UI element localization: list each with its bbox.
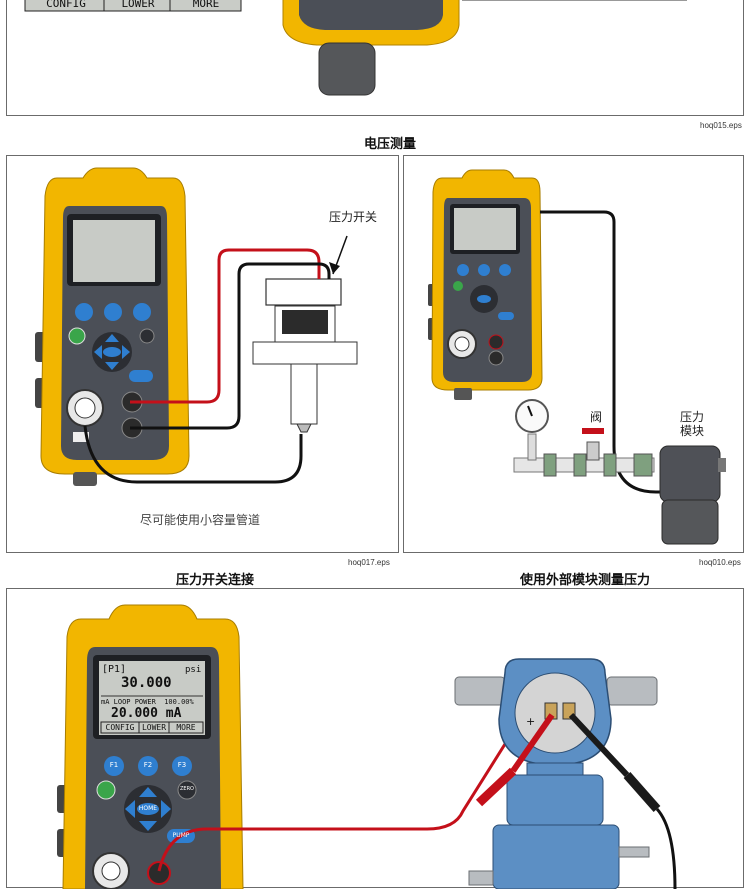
top-softkey-lower: LOWER xyxy=(121,0,155,10)
home-label: HOME xyxy=(138,805,158,812)
lcd-display xyxy=(99,661,205,735)
right-key xyxy=(161,800,171,818)
f3-label: F3 xyxy=(177,761,187,769)
softkey-more[interactable]: MORE xyxy=(176,723,196,732)
module-label-line1: 压力 xyxy=(680,410,705,424)
terminal-plus: + xyxy=(526,715,536,728)
external-module-diagram xyxy=(428,169,726,545)
loop-power-diagram xyxy=(57,604,677,889)
f2-label: F2 xyxy=(143,761,153,769)
lcd-mode-line: mA LOOP POWER 100.00% xyxy=(101,698,194,706)
caption-external-module: 使用外部模块测量压力 xyxy=(519,573,650,588)
f3-key[interactable] xyxy=(172,756,192,776)
home-key xyxy=(103,347,121,357)
up-key xyxy=(139,787,157,797)
lcd-secondary-value: 20.000 mA xyxy=(111,706,182,721)
caption-voltage: 电压测量 xyxy=(363,137,416,152)
eps-ref-right: hoq010.eps xyxy=(699,558,741,567)
home-key[interactable] xyxy=(137,803,159,815)
f1-key[interactable] xyxy=(104,756,124,776)
power-key xyxy=(68,327,86,345)
softkey-config[interactable]: CONFIG xyxy=(105,723,135,732)
eps-ref-left: hoq017.eps xyxy=(348,558,390,567)
panel-voltage-measurement: CONFIG LOWER MORE xyxy=(6,0,744,116)
power-key[interactable] xyxy=(96,780,116,800)
pump-label: PUMP xyxy=(172,832,190,839)
top-softkey-more: MORE xyxy=(192,0,220,10)
lcd-primary-value: 30.000 xyxy=(121,675,172,691)
zero-key[interactable] xyxy=(177,780,197,800)
tubing-note: 尽可能使用小容量管道 xyxy=(140,513,261,527)
softkey-lower[interactable]: LOWER xyxy=(141,723,167,732)
left-key xyxy=(125,800,135,818)
f2-key[interactable] xyxy=(138,756,158,776)
f1-key xyxy=(75,303,93,321)
lcd-unit: psi xyxy=(185,665,202,675)
calibrator-bottom-illustration xyxy=(24,0,687,96)
pressure-switch-label: 压力开关 xyxy=(329,210,378,224)
caption-pressure-switch: 压力开关连接 xyxy=(175,573,254,588)
f2-key xyxy=(104,303,122,321)
f3-key xyxy=(133,303,151,321)
down-key xyxy=(139,821,157,831)
panel-mA-loop: [P1] psi 30.000 mA LOOP POWER 100.00% 20… xyxy=(6,588,744,889)
lcd-channel: [P1] xyxy=(102,664,127,675)
eps-ref-top: hoq015.eps xyxy=(700,121,742,130)
module-label-line2: 模块 xyxy=(680,424,705,438)
valve-label: 阀 xyxy=(590,410,603,424)
top-softkey-config: CONFIG xyxy=(46,0,86,10)
pump-key xyxy=(129,370,153,382)
f1-label: F1 xyxy=(109,761,119,769)
zero-label: ZERO xyxy=(180,786,194,792)
zero-key xyxy=(139,328,155,344)
panel-external-module: 阀 压力 模块 xyxy=(403,155,744,553)
panel-pressure-switch: 压力开关 尽可能使用小容量管道 xyxy=(6,155,399,553)
pressure-switch-diagram xyxy=(35,167,358,486)
lcd-screen xyxy=(73,220,155,282)
